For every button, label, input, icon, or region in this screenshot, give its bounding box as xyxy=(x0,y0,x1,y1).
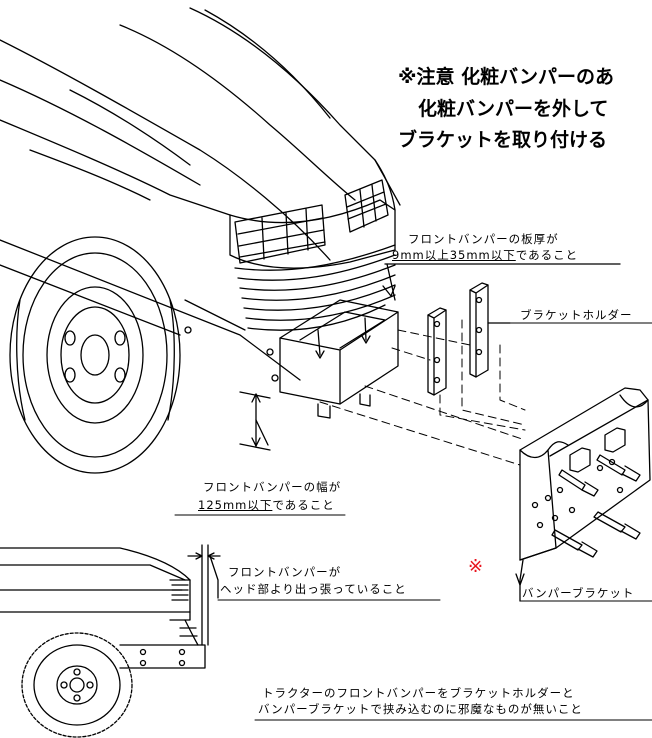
side-view-tractor xyxy=(0,544,221,738)
width-dimension xyxy=(239,391,271,451)
bracket-holder-label: ブラケットホルダー xyxy=(520,308,633,322)
bracket-holder-right xyxy=(469,282,489,378)
front-bumper xyxy=(279,299,399,419)
caution-line-1: ※注意 化粧バンパーのあ xyxy=(398,66,615,88)
width-suffix: であること xyxy=(272,498,335,512)
bottom-note-1: トラクターのフロントバンパーをブラケットホルダーと xyxy=(262,686,575,700)
bumper-bracket xyxy=(519,387,651,561)
width-range: 125mm以下 xyxy=(198,498,273,512)
tractor-frame xyxy=(0,239,301,382)
headlight-right xyxy=(344,179,389,233)
protrude-label-1: フロントバンパーが xyxy=(228,565,342,579)
thickness-label-2: 9mm以上35mm以下であること xyxy=(392,248,579,262)
width-label-2: 125mm以下であること xyxy=(198,498,335,512)
caution-line-3: ブラケットを取り付ける xyxy=(398,129,608,151)
thickness-label-1: フロントバンパーの板厚が xyxy=(408,232,559,246)
headlight-left xyxy=(234,204,326,264)
thickness-suffix: であること xyxy=(515,248,579,262)
label-underlines xyxy=(174,322,652,721)
thickness-range: 9mm以上35mm以下 xyxy=(392,248,516,262)
front-wheel xyxy=(9,236,181,474)
caution-line-2: 化粧バンパーを外して xyxy=(418,98,609,120)
alignment-lines xyxy=(319,319,526,466)
red-reference-mark: ※ xyxy=(468,556,484,577)
bolts xyxy=(551,454,641,558)
tractor-hood xyxy=(0,7,401,269)
protrude-label-2: ヘッド部より出っ張っていること xyxy=(220,582,407,596)
bracket-holder-left xyxy=(427,307,447,396)
thickness-leader xyxy=(382,263,621,301)
width-label-1: フロントバンパーの幅が xyxy=(203,480,342,494)
bumper-bracket-label: バンパーブラケット xyxy=(522,586,635,600)
bottom-note-2: バンパーブラケットで挟み込むのに邪魔なものが無いこと xyxy=(258,702,583,716)
bracket-leader-arrow xyxy=(515,573,525,586)
bracket-leader xyxy=(519,559,524,602)
